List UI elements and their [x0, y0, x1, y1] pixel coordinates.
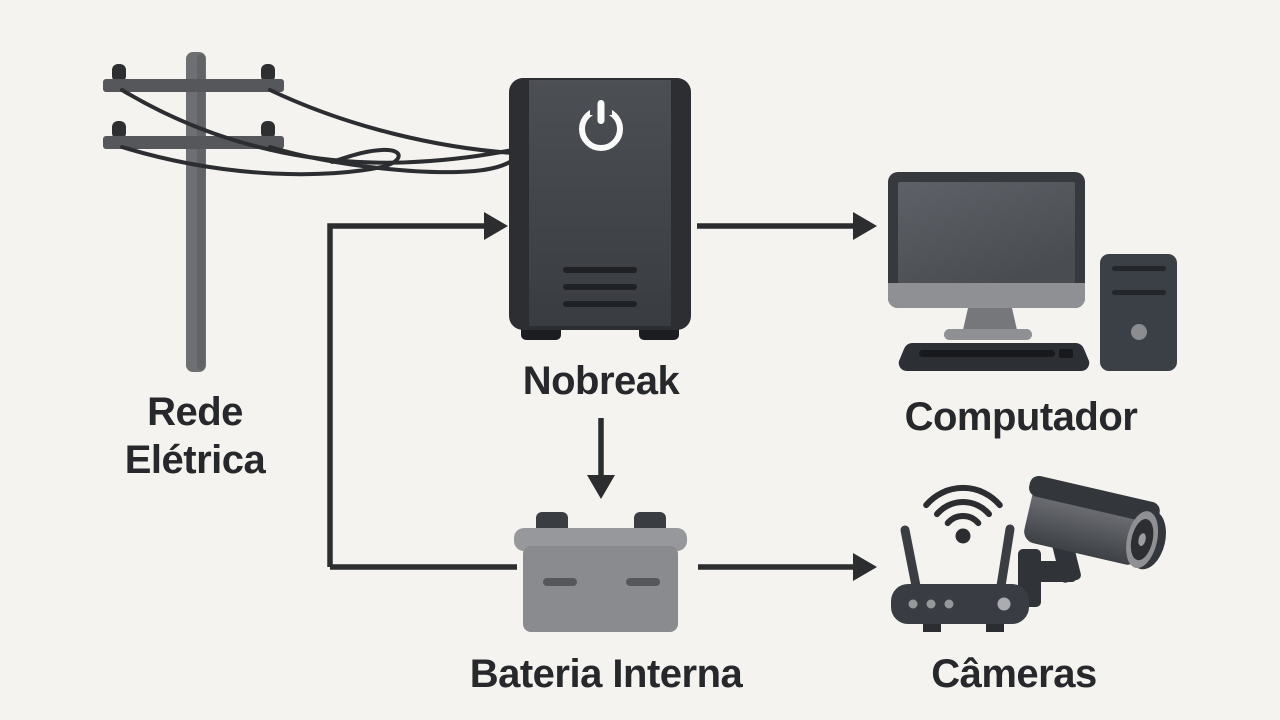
monitor-base [944, 329, 1032, 340]
label-cameras: Câmeras [931, 652, 1097, 696]
power-wires [120, 88, 515, 177]
router-antenna [900, 525, 921, 591]
arrowheads [484, 212, 877, 581]
monitor-screen [898, 182, 1075, 283]
power-icon [579, 100, 623, 151]
battery-icon [514, 512, 687, 632]
router [891, 524, 1029, 632]
edge-rede-to-nobreak [327, 223, 495, 567]
wifi-icon [923, 484, 1003, 527]
tower-case [1100, 254, 1177, 371]
label-computador: Computador [904, 395, 1138, 439]
arrowhead-into-computador [853, 212, 877, 240]
arrowhead-into-nobreak [484, 212, 508, 240]
label-rede-eletrica: Rede Elétrica [124, 390, 266, 482]
battery-body [523, 546, 678, 632]
ups-tower-icon [509, 78, 691, 340]
router-antenna [996, 524, 1015, 591]
monitor-bezel [888, 283, 1085, 308]
edge-lines [327, 223, 855, 570]
desktop-computer-icon [888, 172, 1177, 372]
utility-pole-icon [103, 52, 515, 372]
arrowhead-into-cameras [853, 553, 877, 581]
battery-cap [514, 528, 687, 551]
label-nobreak: Nobreak [522, 359, 680, 403]
monitor-stand [963, 308, 1017, 330]
arrowhead-into-bateria [587, 475, 615, 499]
label-bateria-interna: Bateria Interna [469, 652, 743, 696]
wifi-router-cctv-icon [891, 475, 1166, 632]
cctv-camera [1024, 475, 1166, 570]
ups-vents [563, 267, 637, 307]
